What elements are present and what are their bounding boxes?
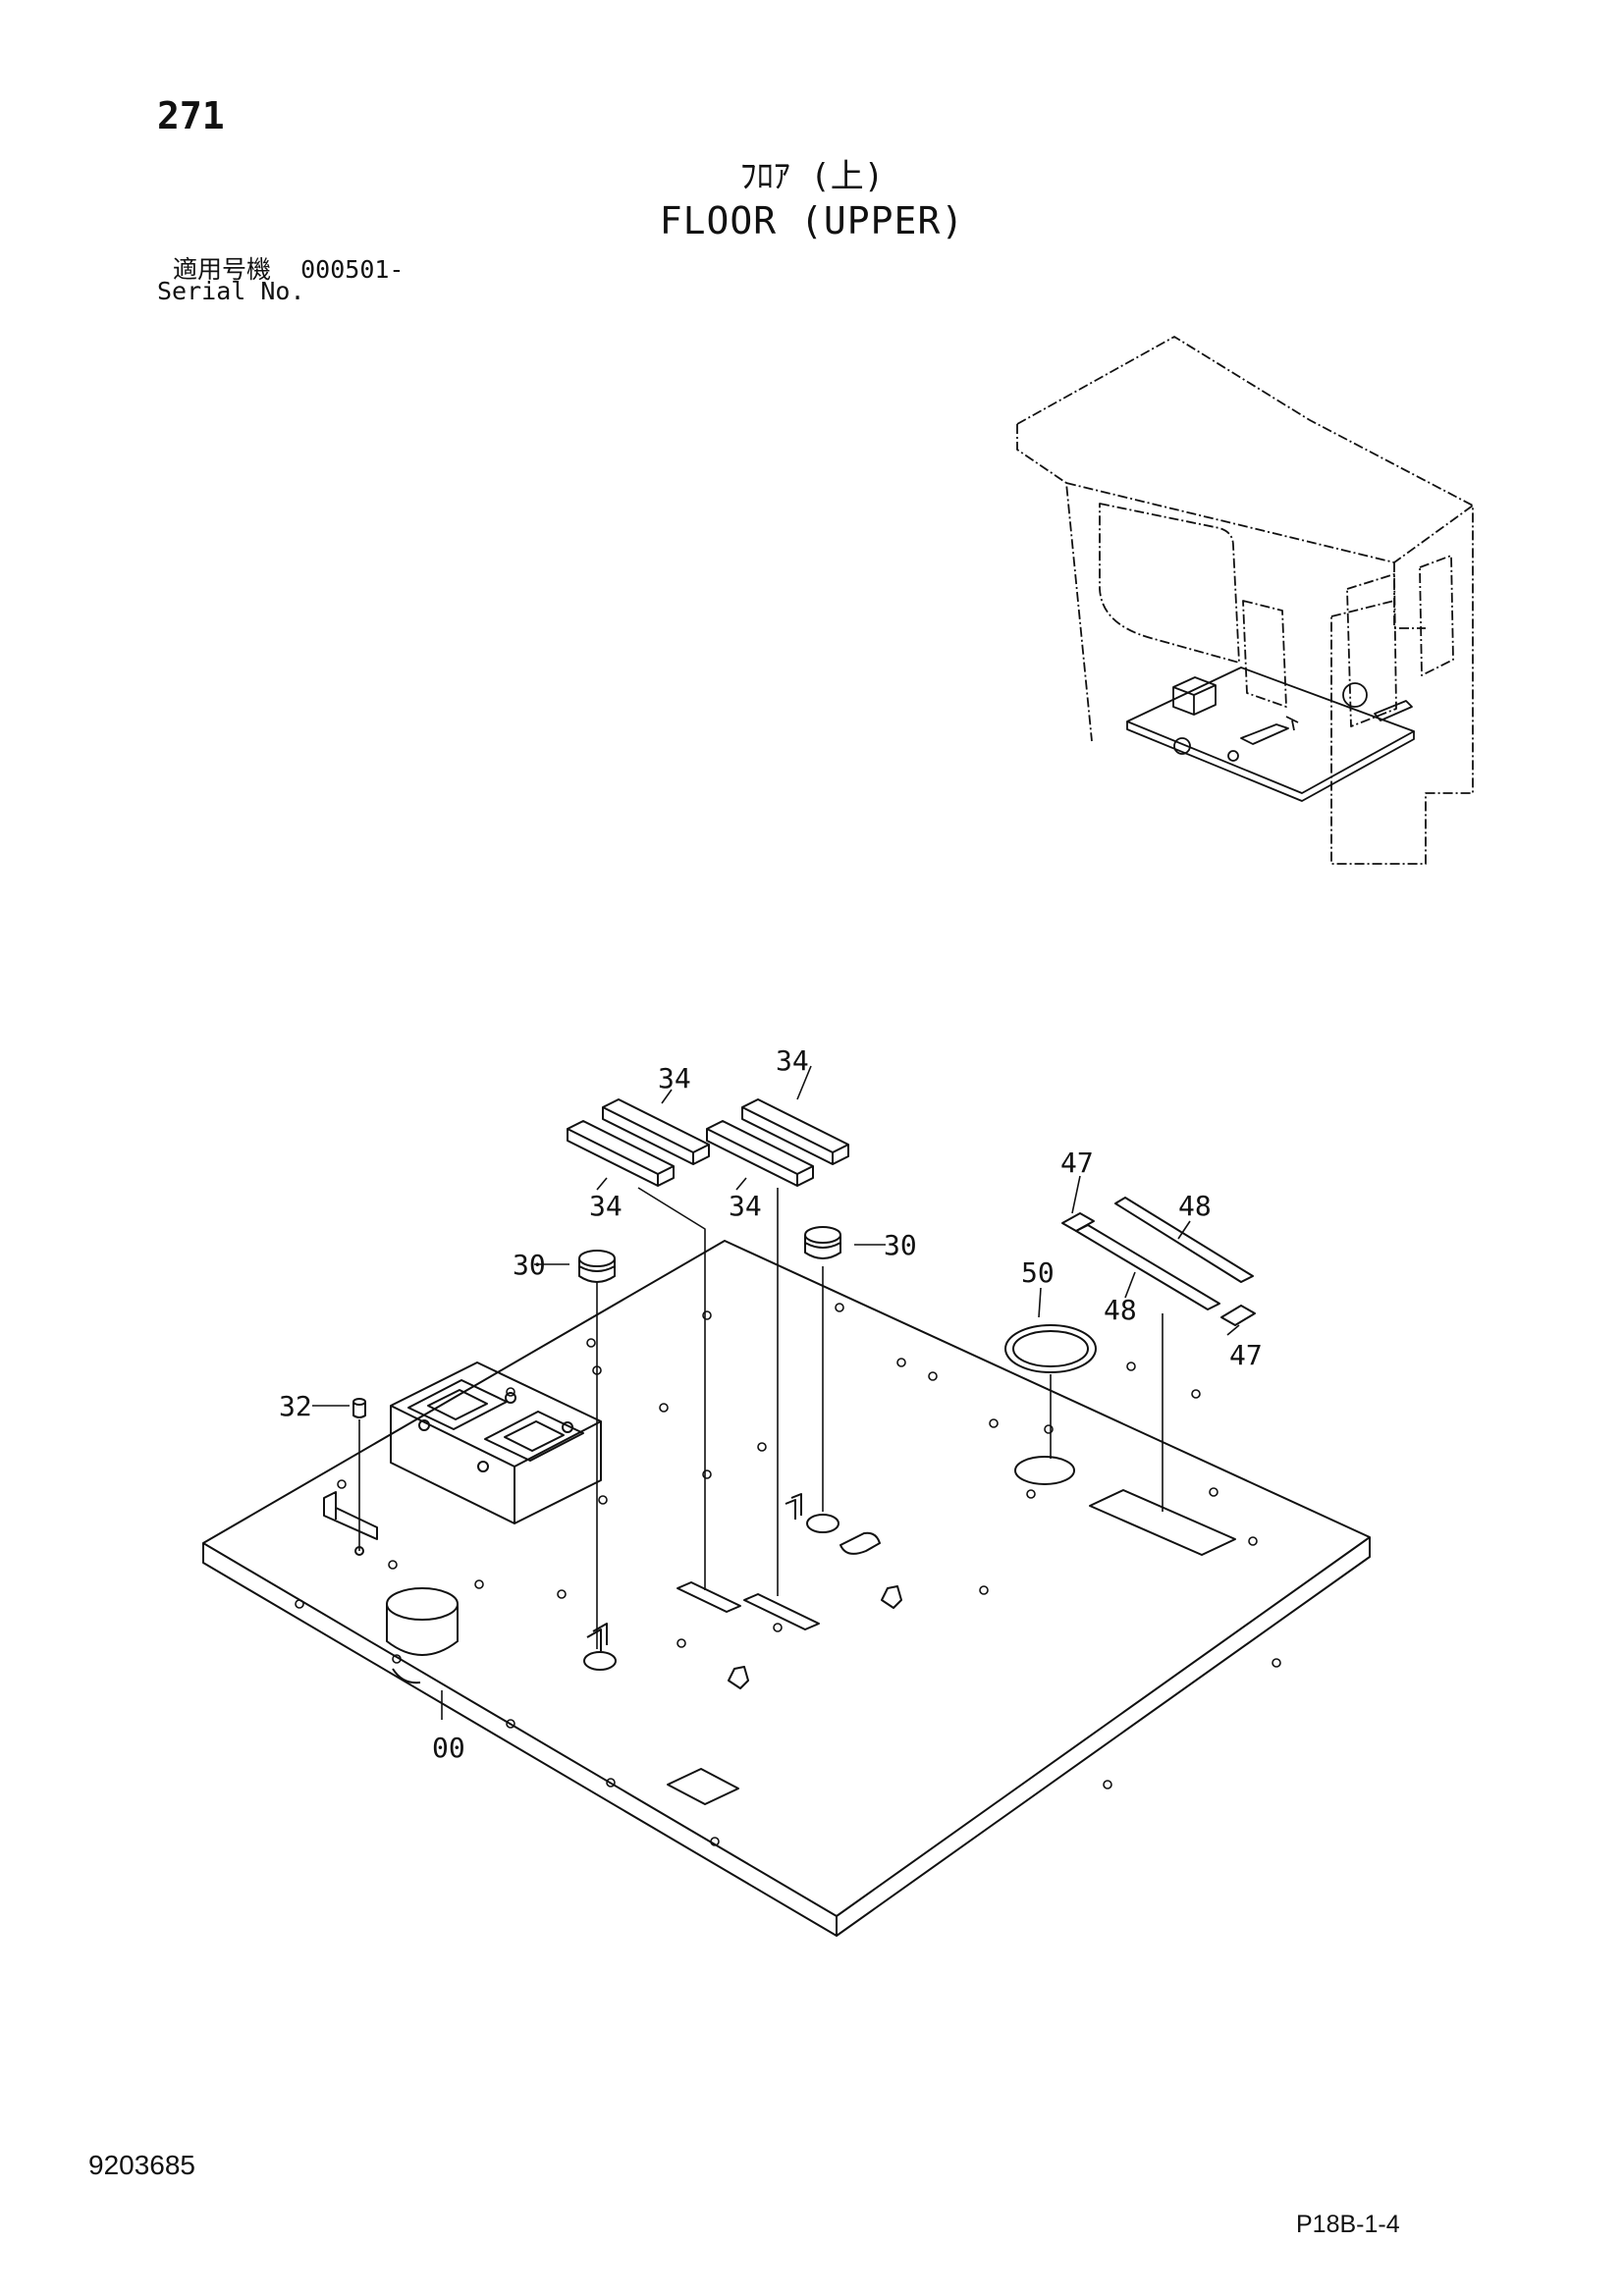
floor-bolt-holes [295,1303,1281,1846]
callout-48: 48 [1104,1294,1137,1326]
leader-lines [312,1065,1240,1720]
cab-floor-inset [1126,667,1415,802]
part-30-grommets [578,1226,841,1283]
callout-30: 30 [513,1249,546,1281]
floor-cutouts [354,1456,1236,1805]
page-code: P18B-1-4 [1296,2211,1400,2238]
callout-50: 50 [1021,1256,1055,1289]
page-number: 271 [157,94,225,137]
part-50-ring [1004,1324,1097,1373]
callout-34: 34 [729,1190,762,1222]
console-box [390,1362,602,1524]
part-34-bars [567,1098,849,1187]
page-title: FLOOR (UPPER) [659,199,965,242]
callout-34: 34 [776,1044,809,1077]
floor-boss [386,1587,459,1684]
callout-30: 30 [884,1229,917,1261]
assembly-lines [358,1187,1164,1649]
callout-34: 34 [658,1062,691,1095]
floor-plate [202,1240,1371,1937]
floor-bracket-left [323,1491,378,1540]
part-32-plug [352,1398,366,1418]
callout-32: 32 [279,1390,312,1422]
callout-47: 47 [1060,1147,1094,1179]
callout-47: 47 [1229,1339,1263,1371]
page-title-japanese: ﾌﾛｱ (上) [739,157,885,196]
callout-48: 48 [1178,1190,1212,1222]
serial-label: Serial No. [157,277,305,305]
callout-00: 00 [432,1732,465,1764]
callout-34: 34 [589,1190,623,1222]
serial-label-japanese: 適用号機 [173,255,272,284]
document-id: 9203685 [88,2150,196,2180]
serial-range: 適用号機 000501- [173,250,404,286]
cab-locator-view [1016,336,1474,865]
part-47-48-strips [1061,1197,1256,1326]
serial-value: 000501- [300,255,405,284]
